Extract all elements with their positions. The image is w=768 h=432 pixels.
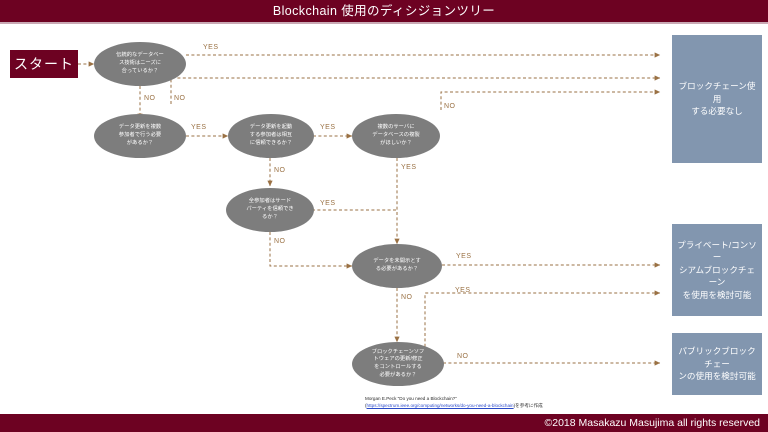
edge-label-d1-no: NO (144, 95, 156, 102)
d4-line3: がほしいか？ (380, 139, 412, 146)
decision-node-d5: 全参加者はサード パーティを信頼でき るか？ (226, 188, 314, 232)
d3-line1: データ更新を起動 (249, 124, 293, 131)
source-citation: Morgan E.Peck "Do you need a Blockchain?… (365, 396, 543, 410)
edge-label-d4-yes: YES (401, 164, 417, 171)
edge-d5-no (269, 232, 353, 269)
d1-line1: 伝統的なデータベー (116, 52, 164, 59)
d3-line3: に信頼できるか？ (249, 139, 293, 146)
source-paren-open: ( (365, 402, 367, 408)
edge-label-d7-yes: YES (455, 287, 471, 294)
d5-line2: パーティを信頼でき (246, 206, 294, 213)
decision-d4-text: 複数のサーバに データベースの複製 がほしいか？ (372, 124, 419, 147)
footer-bar (0, 414, 768, 432)
r2-line2: シアムブロックチェーン (678, 264, 756, 288)
edge-label-d1-yes: YES (203, 44, 219, 51)
decision-d7-text: ブロックチェーンソフ トウェアの更新/修正 をコントロールする 必要があるか？ (372, 349, 425, 380)
edge-label-d7-no: NO (457, 353, 469, 360)
edge-d2-no (170, 75, 661, 104)
edge-label-d2-yes: YES (191, 124, 207, 131)
decision-node-d3: データ更新を起動 する参加者は相互 に信頼できるか？ (228, 114, 314, 158)
edge-d4-no (440, 89, 661, 110)
d5-line3: るか？ (262, 213, 278, 220)
result-node-no-blockchain: ブロックチェーン使用 する必要なし (672, 35, 762, 163)
decision-node-d1: 伝統的なデータベー ス技術はニーズに 合っているか？ (94, 42, 186, 86)
d6-line2: る必要があるか？ (375, 266, 419, 272)
decision-node-d4: 複数のサーバに データベースの複製 がほしいか？ (352, 114, 440, 158)
d1-line2: ス技術はニーズに (118, 60, 162, 67)
d7-line4: 必要があるか？ (379, 371, 417, 378)
source-url-link[interactable]: https://spectrum.ieee.org/computing/netw… (366, 402, 514, 408)
r1-line2: する必要なし (691, 106, 743, 117)
decision-d1-text: 伝統的なデータベー ス技術はニーズに 合っているか？ (116, 52, 164, 75)
start-node: スタート (10, 50, 78, 78)
result-r3-text: パブリックブロックチェー ンの使用を検討可能 (677, 345, 757, 382)
decision-node-d6: データを未開示とす る必要があるか？ (352, 244, 442, 288)
decision-d5-text: 全参加者はサード パーティを信頼でき るか？ (246, 198, 293, 221)
edge-label-d5-yes: YES (320, 200, 336, 207)
d7-line2: トウェアの更新/修正 (373, 356, 423, 363)
d4-line2: データベースの複製 (372, 132, 420, 139)
start-label: スタート (14, 56, 74, 72)
d5-line1: 全参加者はサード (248, 198, 292, 205)
copyright-text: ©2018 Masakazu Masujima all rights reser… (544, 417, 761, 429)
r2-line3: を使用を検討可能 (682, 289, 752, 300)
result-node-public-blockchain: パブリックブロックチェー ンの使用を検討可能 (672, 333, 762, 395)
source-suffix: を参考に作成 (515, 402, 543, 408)
decision-node-d2: データ更新を複数 参加者で行う必要 があるか？ (94, 114, 186, 158)
d7-line3: をコントロールする (374, 364, 422, 370)
result-r1-text: ブロックチェーン使用 する必要なし (677, 80, 757, 117)
d4-line1: 複数のサーバに (377, 124, 415, 131)
edge-label-d3-yes: YES (320, 124, 336, 131)
result-r2-text: プライベート/コンソー シアムブロックチェーン を使用を検討可能 (677, 239, 757, 301)
r3-line2: ンの使用を検討可能 (678, 371, 756, 382)
header-bar (0, 0, 768, 22)
d6-line1: データを未開示とす (373, 258, 421, 265)
r3-line1: パブリックブロックチェー (678, 346, 756, 369)
d3-line2: する参加者は相互 (249, 132, 293, 139)
edge-label-d5-no: NO (274, 238, 286, 245)
decision-d2-text: データ更新を複数 参加者で行う必要 があるか？ (119, 124, 161, 147)
decision-d6-text: データを未開示とす る必要があるか？ (373, 258, 421, 273)
edge-label-d2-no: NO (174, 95, 186, 102)
d2-line3: があるか？ (126, 139, 154, 146)
source-line-1: Morgan E.Peck "Do you need a Blockchain?… (365, 396, 457, 401)
decision-node-d7: ブロックチェーンソフ トウェアの更新/修正 をコントロールする 必要があるか？ (352, 342, 444, 386)
source-line-2: (https://spectrum.ieee.org/computing/net… (365, 403, 543, 410)
edge-label-d6-no: NO (401, 294, 413, 301)
source-paren-close: ) (513, 402, 516, 408)
d1-line3: 合っているか？ (121, 67, 159, 74)
decision-d3-text: データ更新を起動 する参加者は相互 に信頼できるか？ (250, 124, 292, 147)
edge-label-d3-no: NO (274, 167, 286, 174)
edge-d7-yes-riser (424, 290, 661, 363)
result-node-private-consortium: プライベート/コンソー シアムブロックチェーン を使用を検討可能 (672, 224, 762, 316)
page-title: Blockchain 使用のディシジョンツリー (272, 4, 496, 18)
header-underline (0, 22, 768, 24)
d2-line1: データ更新を複数 (118, 124, 162, 131)
edge-label-d4-no: NO (444, 103, 456, 110)
edge-label-d6-yes: YES (456, 253, 472, 260)
r1-line1: ブロックチェーン使用 (678, 81, 756, 104)
r2-line1: プライベート/コンソー (677, 239, 757, 263)
d7-line1: ブロックチェーンソフ (371, 348, 425, 355)
d2-line2: 参加者で行う必要 (118, 132, 162, 139)
